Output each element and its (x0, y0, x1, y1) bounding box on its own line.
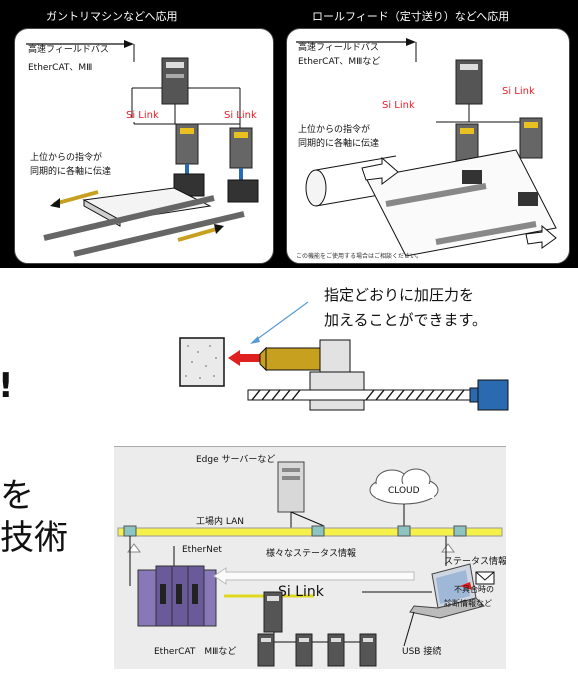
feed-roll (305, 169, 327, 207)
gantry-bus-sub: EtherCAT、MⅢ (28, 63, 92, 73)
si-link-label: Si Link (278, 584, 325, 600)
rollfeed-link-b: Si Link (502, 86, 535, 97)
press-caption-2: 加えることができます。 (324, 311, 488, 329)
motor-2 (227, 179, 259, 203)
rollfeed-bus-label: 高速フィールドバス (298, 41, 379, 53)
partial-text-line1: を (0, 476, 34, 516)
ethernet-label: EtherNet (182, 545, 222, 555)
servo-drive-row (257, 633, 377, 667)
laptop (409, 563, 485, 619)
partial-exclaim: ! (0, 366, 14, 406)
top-diagram-band: ガントリマシンなどへ応用 高速フィールドバス EtherCAT、MⅢ Si Li… (0, 0, 578, 268)
plc-rack (137, 565, 217, 627)
status-etc-label: ステータス情報など (444, 555, 506, 567)
partial-text-line2: 技術 (0, 518, 68, 558)
cloud-shape (369, 468, 439, 505)
rollfeed-note-1: 上位からの指令が (298, 123, 370, 135)
force-arrow (228, 350, 262, 366)
si-link-device (263, 591, 283, 633)
gantry-link-b: Si Link (224, 110, 257, 121)
ethercat-label: EtherCAT MⅢなど (154, 646, 236, 657)
press-diagram (179, 301, 509, 411)
servo-motor (477, 379, 509, 411)
cloud-label: CLOUD (388, 486, 420, 496)
network-diagram: Edge サーバーなど CLOUD 工場内 LAN EtherNet 様々なステ… (117, 454, 506, 667)
gantry-bus-label: 高速フィールドバス (28, 43, 109, 55)
rollfeed-footnote: この機能をご使用する場合はご相談ください。 (296, 252, 422, 260)
workpiece (179, 337, 225, 387)
edge-server-label: Edge サーバーなど (196, 454, 275, 465)
rollfeed-diagram: 高速フィールドバス EtherCAT、MⅢなど Si Link Si Link … (296, 38, 557, 260)
fault-line-1: 不具合時の (454, 584, 494, 594)
gantry-note-1: 上位からの指令が (30, 151, 102, 163)
gantry-link-a: Si Link (126, 110, 159, 121)
press-head (265, 347, 321, 371)
rollfeed-note-2: 同期的に各軸に伝達 (298, 137, 379, 149)
fault-line-2: 診断情報など (444, 598, 492, 608)
status-info-label: 様々なステータス情報 (266, 547, 356, 559)
mail-icon (475, 571, 495, 585)
rollfeed-bus-sub: EtherCAT、MⅢなど (298, 56, 380, 67)
gantry-note-2: 同期的に各軸に伝達 (30, 165, 111, 177)
lan-bus (117, 527, 503, 537)
lan-label: 工場内 LAN (196, 515, 244, 527)
network-panel (114, 446, 506, 669)
rollfeed-link-a: Si Link (382, 100, 415, 111)
rollfeed-panel-title: ロールフィード（定寸送り）などへ応用 (312, 10, 510, 23)
gantry-panel-title: ガントリマシンなどへ応用 (46, 10, 178, 23)
gantry-diagram: 高速フィールドバス EtherCAT、MⅢ Si Link Si Link 上位… (26, 40, 259, 257)
press-caption-1: 指定どおりに加圧力を (324, 286, 475, 304)
usb-label: USB 接続 (402, 645, 441, 657)
